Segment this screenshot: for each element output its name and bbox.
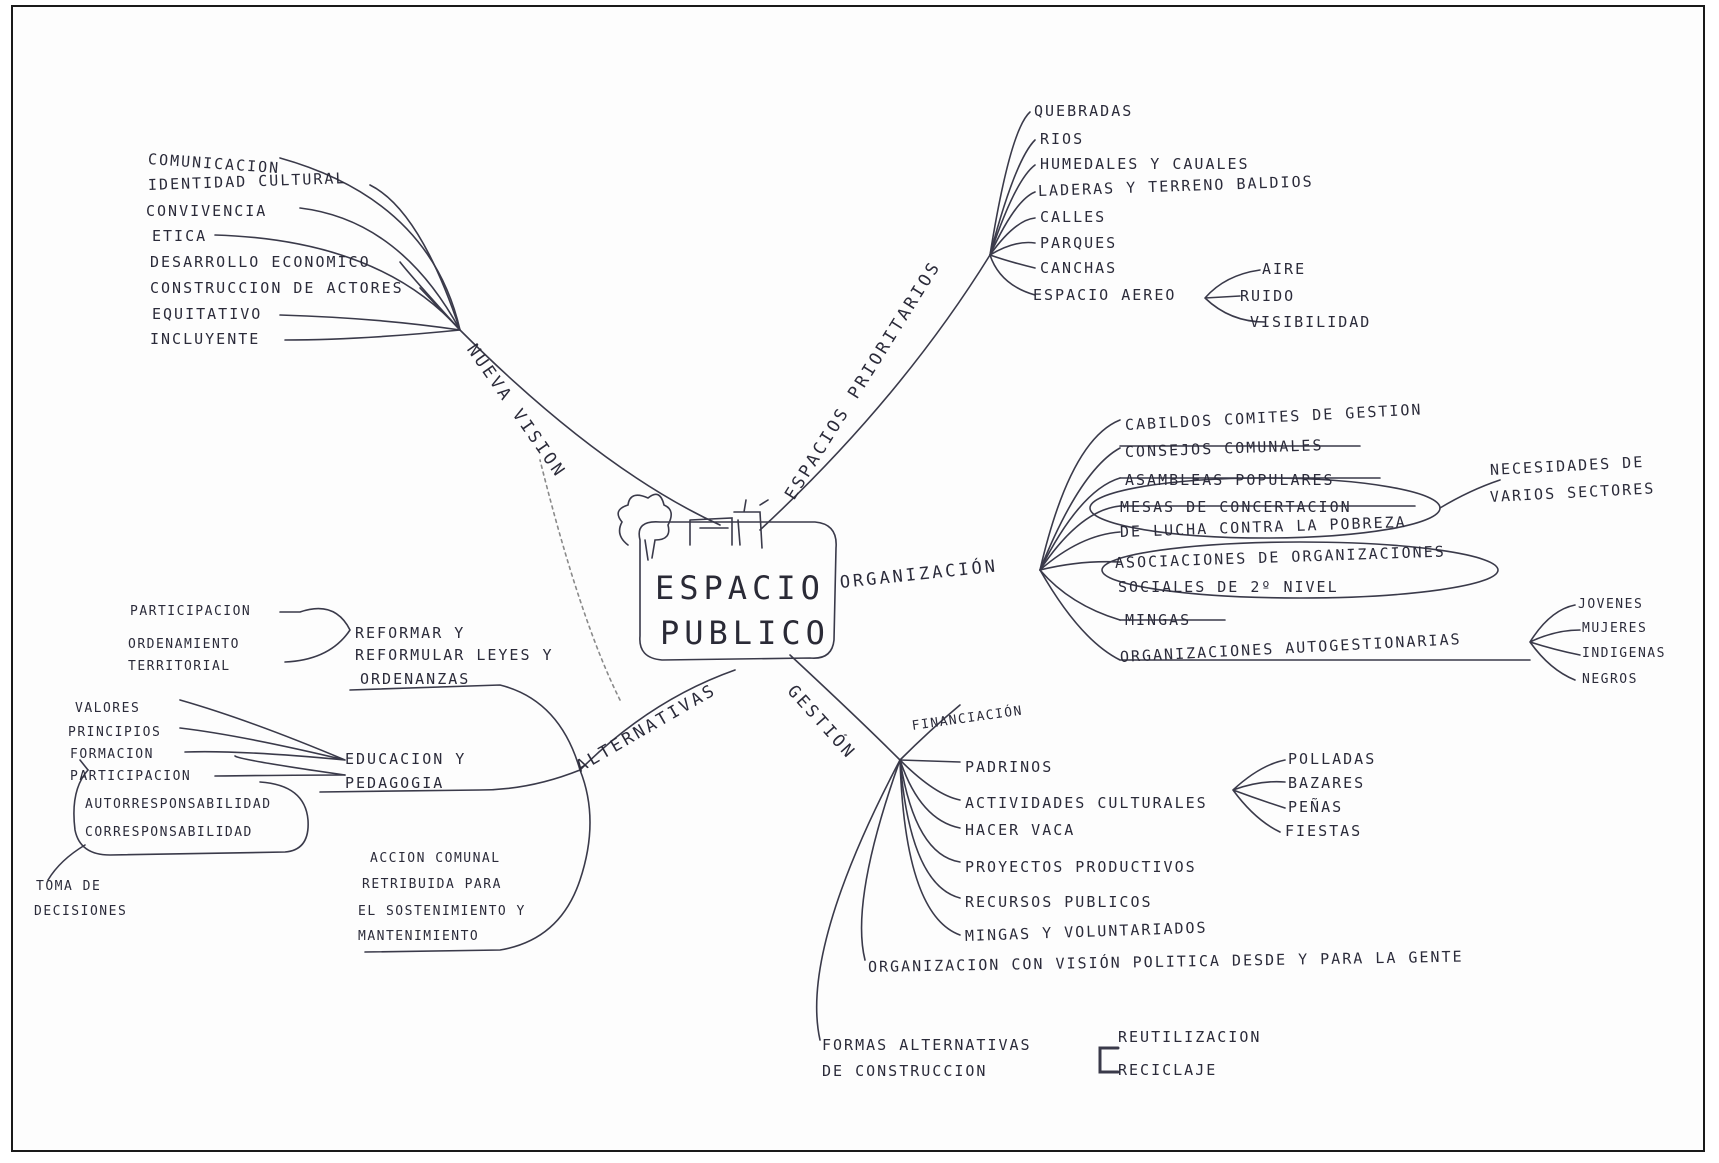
toma-decisiones: TOMA DE [36, 879, 102, 894]
nueva-vision-item: INCLUYENTE [150, 330, 261, 348]
espacio-item: RIOS [1040, 130, 1085, 148]
tree-doodle-icon [617, 493, 672, 561]
formas-alternativas: FORMAS ALTERNATIVAS [822, 1036, 1032, 1054]
gestion-item: ACTIVIDADES CULTURALES [965, 794, 1208, 812]
cultural-sub: BAZARES [1288, 774, 1366, 792]
nueva-vision-item: CONSTRUCCION DE ACTORES [150, 279, 404, 297]
cultural-sub: PEÑAS [1288, 798, 1344, 816]
nueva-vision-item: DESARROLLO ECONOMICO [150, 253, 371, 271]
aereo-sub: AIRE [1262, 260, 1307, 278]
educacion-sub: PARTICIPACION [70, 769, 192, 784]
reformar-sub: ORDENAMIENTO [128, 637, 240, 652]
toma-decisiones: DECISIONES [34, 904, 128, 919]
aereo-sub: RUIDO [1240, 287, 1296, 305]
espacio-item: PARQUES [1040, 234, 1118, 252]
educacion-sub: PRINCIPIOS [68, 725, 162, 740]
espacio-item: HUMEDALES Y CAUALES [1040, 155, 1250, 173]
organizacion-item: MESAS DE CONCERTACION [1120, 498, 1352, 516]
accion-comunal: EL SOSTENIMIENTO Y [358, 904, 526, 919]
formas-alternativas: DE CONSTRUCCION [822, 1062, 988, 1080]
reformar-label: REFORMAR Y [355, 624, 466, 642]
espacio-item: CALLES [1040, 208, 1107, 226]
educacion-label: EDUCACION Y [345, 750, 467, 768]
espacio-item: QUEBRADAS [1034, 102, 1134, 120]
educacion-sub: FORMACION [70, 747, 154, 762]
accion-comunal: MANTENIMIENTO [358, 929, 480, 944]
autogestion-sub: INDIGENAS [1582, 646, 1666, 661]
gestion-item: RECURSOS PUBLICOS [965, 893, 1153, 911]
educacion-sub: VALORES [75, 701, 141, 716]
gestion-item: HACER VACA [965, 821, 1076, 839]
educacion-label: PEDAGOGIA [345, 774, 445, 792]
organizacion-item: SOCIALES DE 2º NIVEL [1118, 578, 1339, 596]
organizacion-item: ASAMBLEAS POPULARES [1125, 471, 1335, 489]
center-title-line1: ESPACIO [655, 569, 825, 607]
autogestion-sub: MUJERES [1582, 621, 1648, 636]
autogestion-sub: JOVENES [1578, 597, 1644, 612]
aereo-sub: VISIBILIDAD [1250, 313, 1372, 331]
gestion-item: PADRINOS [965, 758, 1054, 776]
nueva-vision-item: EQUITATIVO [152, 305, 263, 323]
formas-sub: REUTILIZACION [1118, 1028, 1262, 1046]
autogestion-sub: NEGROS [1582, 672, 1638, 687]
nueva-vision-item: CONVIVENCIA [146, 202, 268, 220]
espacio-item: CANCHAS [1040, 259, 1118, 277]
reformar-label: ORDENANZAS [360, 670, 471, 688]
gestion-item: PROYECTOS PRODUCTIVOS [965, 858, 1197, 876]
organizacion-item: MINGAS [1125, 611, 1192, 629]
educacion-sub: CORRESPONSABILIDAD [85, 825, 253, 840]
nueva-vision-item: ETICA [152, 227, 208, 245]
center-box [638, 521, 837, 661]
accion-comunal: RETRIBUIDA PARA [362, 877, 502, 892]
accion-comunal: ACCION COMUNAL [370, 851, 501, 866]
reformar-sub: PARTICIPACION [130, 604, 252, 619]
center-title-line2: PUBLICO [660, 614, 830, 652]
reformar-label: REFORMULAR LEYES Y [355, 646, 554, 664]
espacio-item: ESPACIO AEREO [1033, 286, 1177, 304]
educacion-sub: AUTORRESPONSABILIDAD [85, 797, 272, 812]
cultural-sub: POLLADAS [1288, 750, 1377, 768]
formas-sub: RECICLAJE [1118, 1061, 1218, 1079]
bench-doodle-icon [689, 499, 769, 549]
cultural-sub: FIESTAS [1285, 822, 1363, 840]
drawing-frame [11, 5, 1705, 1152]
reformar-sub: TERRITORIAL [128, 659, 231, 674]
